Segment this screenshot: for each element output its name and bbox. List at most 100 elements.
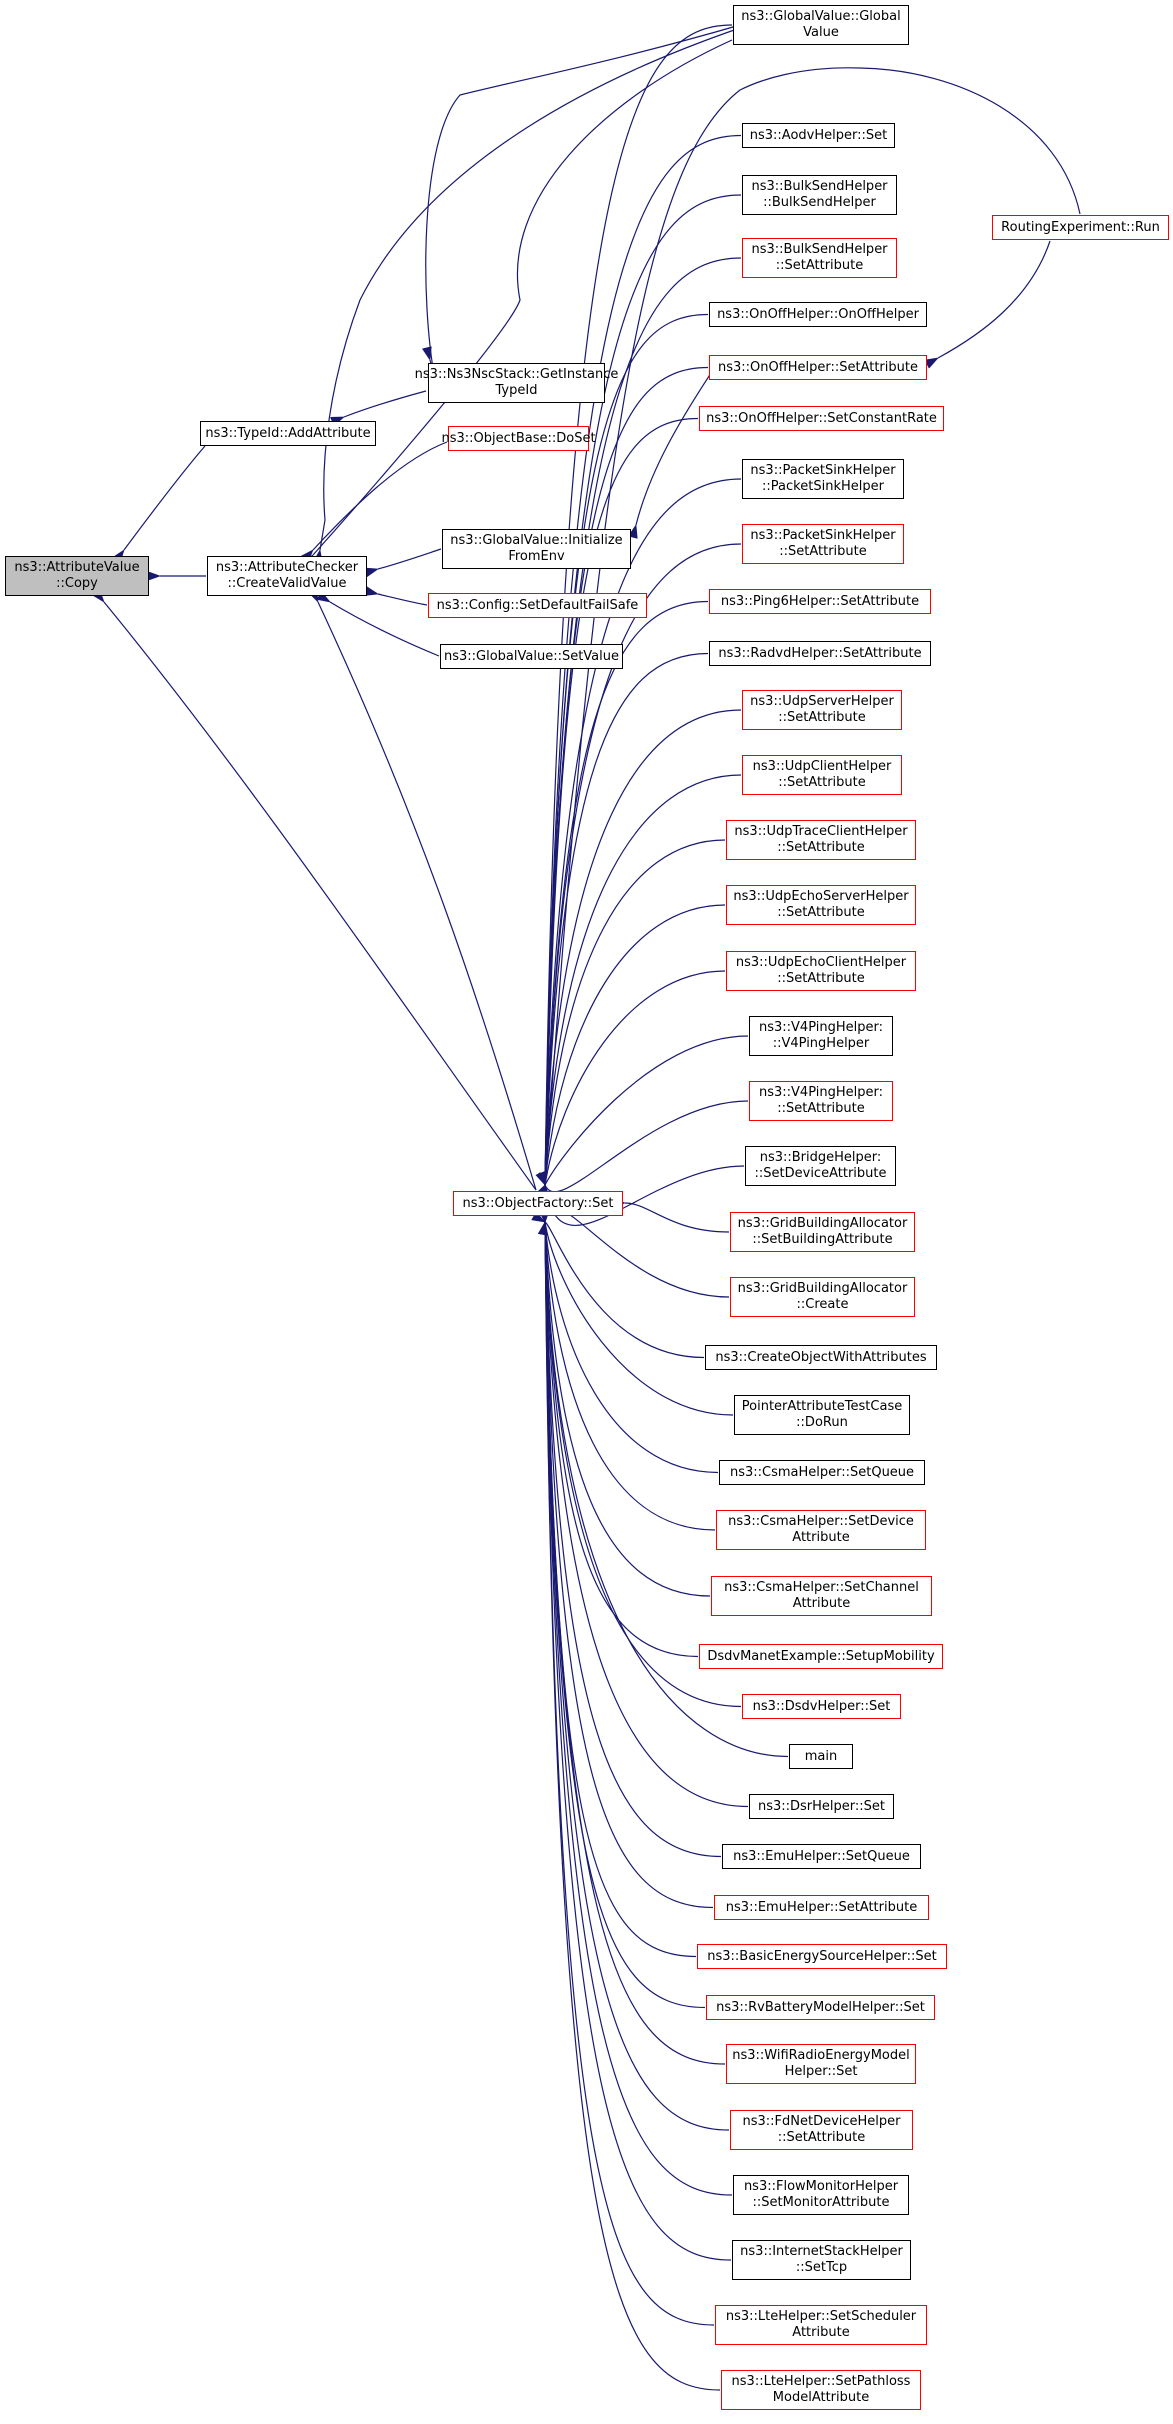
node-emu-queue[interactable]: ns3::EmuHelper::SetQueue <box>722 1844 921 1869</box>
node-grid-setbuilding[interactable]: ns3::GridBuildingAllocator::SetBuildingA… <box>730 1212 915 1252</box>
node-label: ns3::GridBuildingAllocator <box>737 1216 908 1231</box>
node-udpechoclient[interactable]: ns3::UdpEchoClientHelper::SetAttribute <box>726 951 916 991</box>
node-v4ping-ctor[interactable]: ns3::V4PingHelper:::V4PingHelper <box>749 1016 893 1056</box>
node-routing-run[interactable]: RoutingExperiment::Run <box>992 215 1169 240</box>
node-label: ns3::Ping6Helper::SetAttribute <box>720 593 920 609</box>
node-createobj[interactable]: ns3::CreateObjectWithAttributes <box>705 1345 937 1370</box>
edge-flowmon-to-ofset <box>539 1208 733 2196</box>
node-label: ::SetAttribute <box>777 2130 866 2145</box>
node-dsdv-mobility[interactable]: DsdvManetExample::SetupMobility <box>699 1644 943 1669</box>
node-flowmon[interactable]: ns3::FlowMonitorHelper::SetMonitorAttrib… <box>733 2175 909 2215</box>
node-label: ::SetAttribute <box>775 258 864 273</box>
node-label: ::SetAttribute <box>777 905 865 920</box>
node-label: ns3::DsrHelper::Set <box>757 1798 886 1814</box>
edge-radvd-setattr-to-ofset <box>539 652 709 1199</box>
edge-psink-ctor-to-ofset <box>539 478 742 1199</box>
node-label: ns3::OnOffHelper::SetAttribute <box>718 359 918 375</box>
edge-onoff-ctor-to-ofset <box>539 313 709 1199</box>
node-label: ::DoRun <box>796 1415 848 1430</box>
node-dsr-set[interactable]: ns3::DsrHelper::Set <box>749 1794 894 1819</box>
node-label: Attribute <box>792 2325 850 2340</box>
node-label: ::SetAttribute <box>777 971 865 986</box>
edge-csma-channel-to-ofset <box>539 1208 711 1597</box>
node-gv-setvalue[interactable]: ns3::GlobalValue::SetValue <box>440 644 623 669</box>
edge-ofset-to-copy <box>91 588 537 1191</box>
node-checker[interactable]: ns3::AttributeChecker::CreateValidValue <box>207 556 367 596</box>
edge-bulk-ctor-to-ofset <box>539 194 742 1199</box>
node-bulk-ctor[interactable]: ns3::BulkSendHelper::BulkSendHelper <box>742 175 897 215</box>
node-aodv-set[interactable]: ns3::AodvHelper::Set <box>742 123 895 148</box>
edge-v4ping-setattr-to-ofset <box>535 1100 749 1193</box>
node-label: ns3::BulkSendHelper <box>751 179 888 194</box>
node-label: ns3::RvBatteryModelHelper::Set <box>716 1999 925 2015</box>
node-psink-ctor[interactable]: ns3::PacketSinkHelper::PacketSinkHelper <box>742 459 904 499</box>
node-psink-setattr[interactable]: ns3::PacketSinkHelper::SetAttribute <box>742 524 904 564</box>
node-av-copy[interactable]: ns3::AttributeValue::Copy <box>5 556 149 596</box>
node-label: ns3::GridBuildingAllocator <box>737 1281 908 1296</box>
node-label: DsdvManetExample::SetupMobility <box>707 1648 935 1664</box>
node-objbase-doset[interactable]: ns3::ObjectBase::DoSet <box>441 426 596 451</box>
node-udpserver[interactable]: ns3::UdpServerHelper::SetAttribute <box>742 690 902 730</box>
edge-udptrace-to-ofset <box>539 839 726 1199</box>
node-label: ns3::LteHelper::SetPathloss <box>731 2374 911 2389</box>
node-csma-queue[interactable]: ns3::CsmaHelper::SetQueue <box>719 1460 925 1485</box>
node-grid-create[interactable]: ns3::GridBuildingAllocator::Create <box>730 1277 915 1317</box>
node-label: ns3::Ns3NscStack::GetInstance <box>414 367 619 382</box>
node-label: ns3::UdpEchoClientHelper <box>735 955 907 970</box>
node-basicenergy[interactable]: ns3::BasicEnergySourceHelper::Set <box>697 1944 947 1969</box>
node-bridge[interactable]: ns3::BridgeHelper:::SetDeviceAttribute <box>745 1146 896 1186</box>
node-pointertest[interactable]: PointerAttributeTestCase::DoRun <box>734 1395 910 1435</box>
node-label: ns3::CsmaHelper::SetQueue <box>729 1464 915 1480</box>
node-of-set[interactable]: ns3::ObjectFactory::Set <box>453 1191 623 1216</box>
node-udptrace[interactable]: ns3::UdpTraceClientHelper::SetAttribute <box>726 820 916 860</box>
node-fdnet[interactable]: ns3::FdNetDeviceHelper::SetAttribute <box>730 2110 913 2150</box>
edge-gvglobal-to-checker-side <box>312 27 741 564</box>
node-onoff-ctor[interactable]: ns3::OnOffHelper::OnOffHelper <box>709 302 927 327</box>
node-ping6-setattr[interactable]: ns3::Ping6Helper::SetAttribute <box>709 589 931 614</box>
node-v4ping-setattr[interactable]: ns3::V4PingHelper:::SetAttribute <box>749 1081 893 1121</box>
node-inetstack[interactable]: ns3::InternetStackHelper::SetTcp <box>732 2240 911 2280</box>
node-label: ns3::OnOffHelper::SetConstantRate <box>706 410 937 426</box>
edge-gvsetvalue-to-checker <box>316 591 440 657</box>
node-dsdv-set[interactable]: ns3::DsdvHelper::Set <box>742 1694 901 1719</box>
node-radvd-setattr[interactable]: ns3::RadvdHelper::SetAttribute <box>709 641 931 666</box>
node-onoff-rate[interactable]: ns3::OnOffHelper::SetConstantRate <box>699 406 944 431</box>
node-rvbattery[interactable]: ns3::RvBatteryModelHelper::Set <box>706 1995 935 2020</box>
edge-typeid-to-copy <box>112 445 206 564</box>
edge-udpclient-to-ofset <box>539 774 742 1199</box>
node-udpechoserver[interactable]: ns3::UdpEchoServerHelper::SetAttribute <box>726 885 916 925</box>
node-main[interactable]: main <box>789 1744 853 1769</box>
node-emu-setattr[interactable]: ns3::EmuHelper::SetAttribute <box>714 1895 929 1920</box>
node-label: ns3::RadvdHelper::SetAttribute <box>718 645 922 661</box>
node-label: ::V4PingHelper <box>772 1036 870 1051</box>
node-udpclient[interactable]: ns3::UdpClientHelper::SetAttribute <box>742 755 902 795</box>
node-onoff-setattr[interactable]: ns3::OnOffHelper::SetAttribute <box>709 355 927 380</box>
edge-rvbattery-to-ofset <box>539 1208 706 2009</box>
node-label: main <box>804 1748 838 1764</box>
node-label: PointerAttributeTestCase <box>741 1399 903 1414</box>
node-label: ns3::UdpEchoServerHelper <box>733 889 909 904</box>
node-label: ModelAttribute <box>772 2390 870 2405</box>
node-bulk-setattr[interactable]: ns3::BulkSendHelper::SetAttribute <box>742 238 897 278</box>
edge-lte-pathloss-to-ofset <box>539 1208 721 2391</box>
edge-pointertest-to-ofset <box>538 1208 734 1416</box>
edge-dsr-set-to-ofset <box>539 1208 749 1808</box>
node-label: ns3::FdNetDeviceHelper <box>742 2114 901 2129</box>
edge-ping6-setattr-to-ofset <box>539 600 709 1199</box>
node-label: ns3::FlowMonitorHelper <box>743 2179 899 2194</box>
node-label: ::BulkSendHelper <box>763 195 876 210</box>
edge-csma-device-to-ofset <box>539 1208 716 1531</box>
node-config-sdfs[interactable]: ns3::Config::SetDefaultFailSafe <box>428 593 647 618</box>
edge-csma-queue-to-ofset <box>538 1208 719 1474</box>
node-label: RoutingExperiment::Run <box>1001 219 1160 235</box>
node-label: ::SetAttribute <box>778 710 866 725</box>
node-typeid-add[interactable]: ns3::TypeId::AddAttribute <box>200 421 376 446</box>
